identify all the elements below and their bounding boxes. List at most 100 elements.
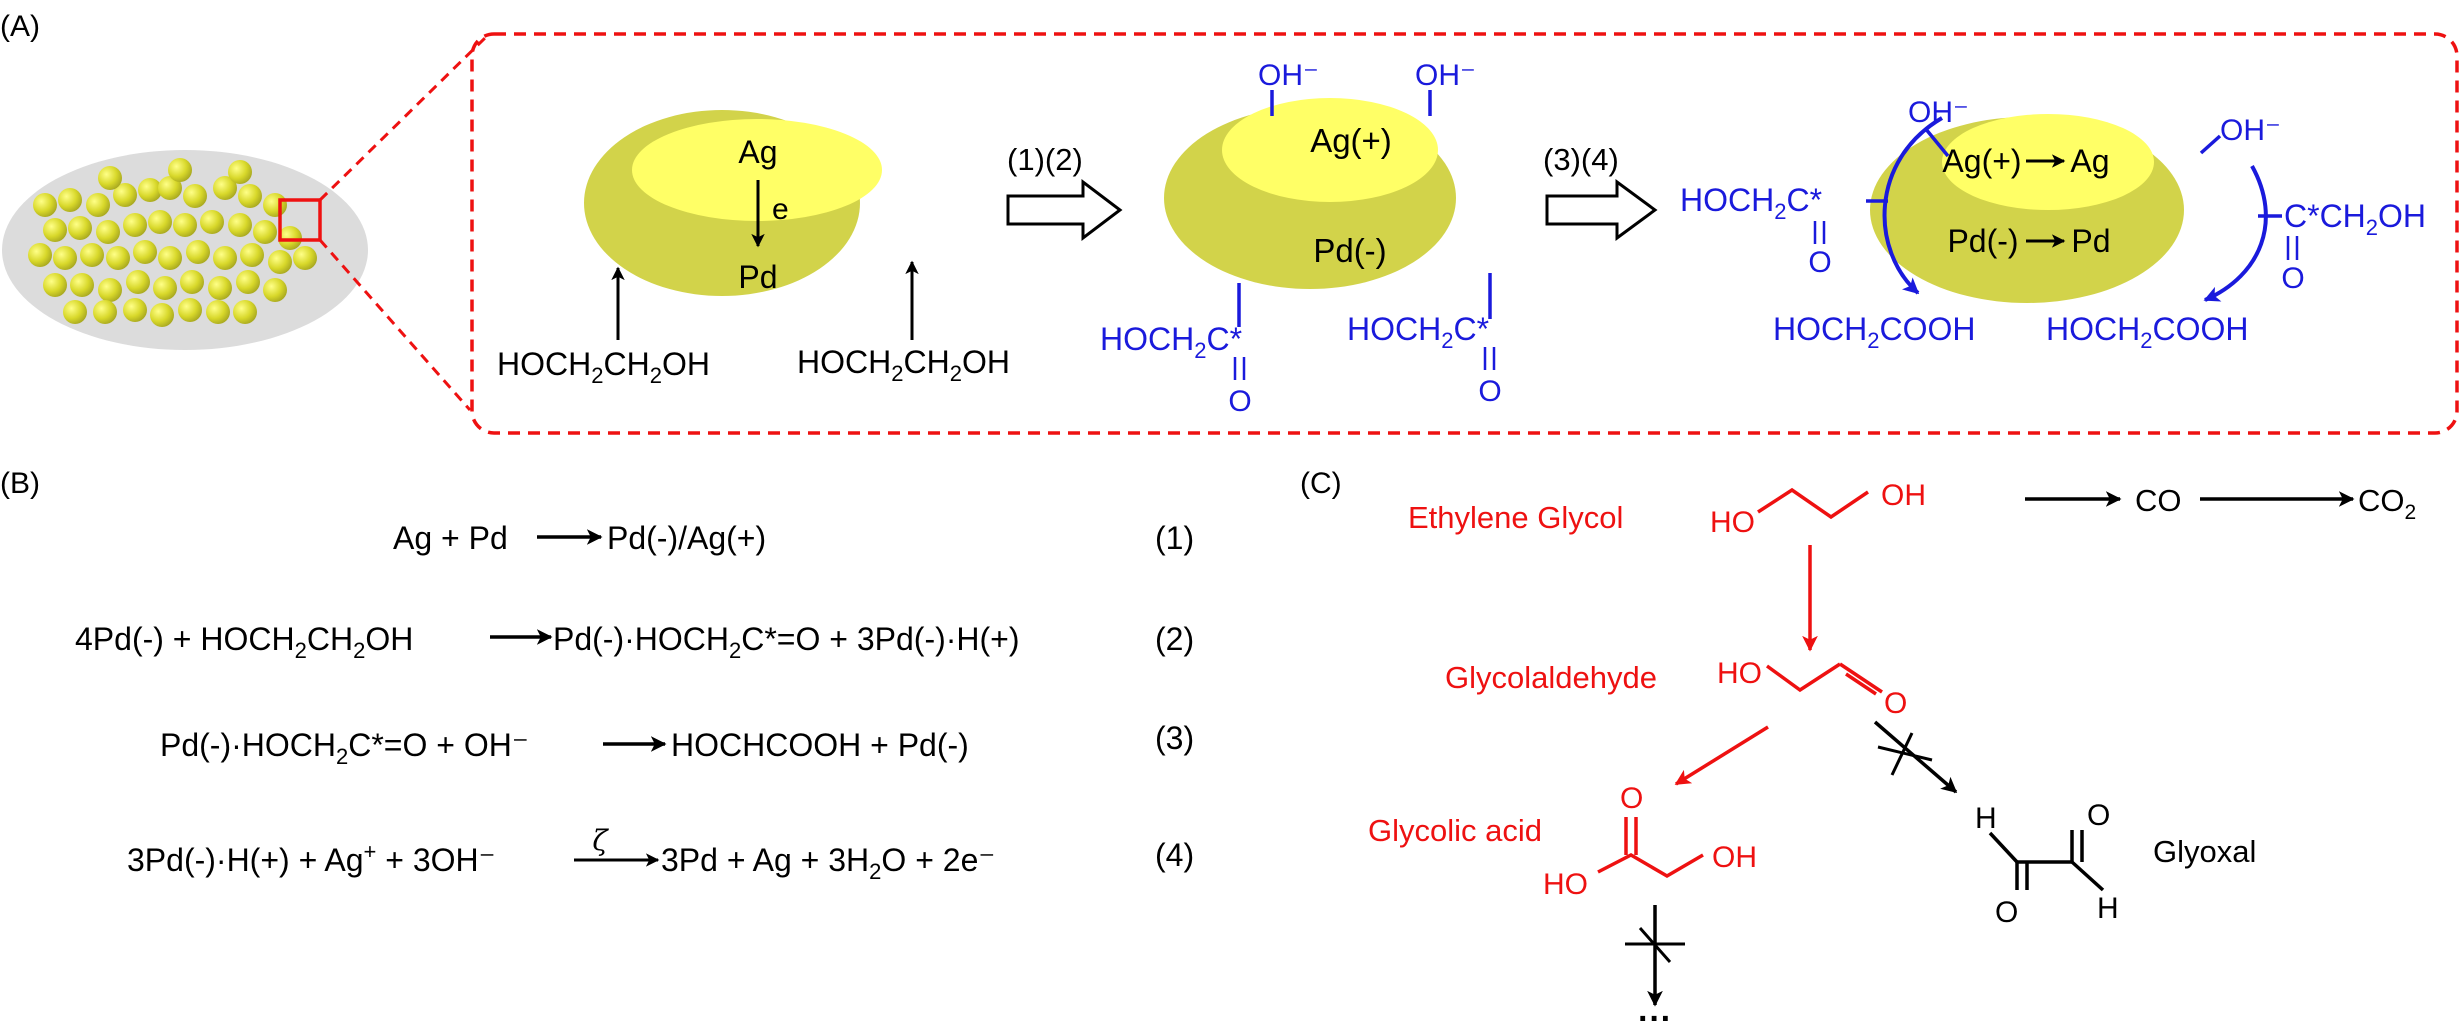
p2-carbonyl-right: O	[1478, 375, 1501, 408]
nanoparticle	[98, 166, 122, 190]
gla-ho: HO	[1543, 868, 1588, 901]
support-with-nanoparticles	[2, 34, 489, 411]
ga-o: O	[1884, 687, 1907, 720]
particle-3: Ag(+) Ag Pd(-) Pd	[1870, 114, 2184, 303]
nanoparticle	[96, 220, 120, 244]
nanoparticle	[240, 243, 264, 267]
nanoparticle	[213, 176, 237, 200]
eq2-lhs: 4Pd(-) + HOCH2CH2OH	[75, 621, 413, 663]
name-glyoxal: Glyoxal	[2153, 834, 2256, 869]
nanoparticle	[123, 298, 147, 322]
zoom-line-top	[318, 34, 489, 202]
particle-2: Ag(+) Pd(-)	[1164, 98, 1456, 289]
nanoparticle	[98, 278, 122, 302]
blocked-mark-1b	[1877, 745, 1933, 762]
eq4-arrow-label: ζ	[592, 824, 609, 857]
nanoparticle	[113, 183, 137, 207]
equation-1: Ag + Pd Pd(-)/Ag(+) (1)	[393, 520, 1194, 556]
p1-e-label: e	[772, 193, 789, 226]
co-label: CO	[2135, 483, 2182, 518]
nanoparticle	[293, 246, 317, 270]
nanoparticle	[123, 213, 147, 237]
p3-carbonyl-left: O	[1808, 246, 1831, 279]
eq1-lhs: Ag + Pd	[393, 520, 508, 556]
nanoparticle	[173, 213, 197, 237]
nanoparticle	[253, 220, 277, 244]
p3-adsorbate-right: C*CH2OH	[2284, 198, 2426, 240]
product-left: HOCH2COOH	[1773, 311, 1975, 353]
nanoparticle	[148, 210, 172, 234]
p2-oh-right: OH⁻	[1415, 59, 1476, 92]
nanoparticle	[153, 276, 177, 300]
eg-skeleton	[1757, 487, 1869, 520]
curved-arrow-left	[1882, 116, 1944, 295]
panel-c: (C) Ethylene Glycol HO OH CO CO2 Glycola…	[1300, 467, 2416, 1028]
step-1-arrow	[1006, 178, 1123, 242]
p2-pd-label: Pd(-)	[1313, 232, 1386, 269]
nanoparticle	[68, 216, 92, 240]
eg-oh: OH	[1881, 479, 1926, 512]
p2-oh-left: OH⁻	[1258, 59, 1319, 92]
eq3-rhs: HOCHCOOH + Pd(-)	[671, 727, 969, 763]
eq1-number: (1)	[1155, 520, 1194, 556]
nanoparticle	[228, 213, 252, 237]
co2-label: CO2	[2358, 483, 2416, 524]
nanoparticle	[28, 243, 52, 267]
p3-carbonyl-right: O	[2281, 262, 2304, 295]
nanoparticle	[80, 243, 104, 267]
p3-adsorbate-left: HOCH2C*	[1680, 182, 1822, 224]
eq4-lhs: 3Pd(-)·H(+) + Ag+ + 3OH⁻	[127, 839, 496, 878]
equation-2: 4Pd(-) + HOCH2CH2OH Pd(-)·HOCH2C*=O + 3P…	[75, 621, 1194, 663]
panel-b: (B) Ag + Pd Pd(-)/Ag(+) (1) 4Pd(-) + HOC…	[0, 467, 1194, 884]
nanoparticle	[238, 184, 262, 208]
nanoparticle	[208, 276, 232, 300]
gx-o2: O	[2087, 799, 2110, 832]
nanoparticle	[53, 246, 77, 270]
p2-adsorbate-right: HOCH2C*	[1347, 311, 1489, 353]
nanoparticle	[236, 270, 260, 294]
nanoparticle	[213, 246, 237, 270]
nanoparticle	[150, 303, 174, 327]
equation-4: 3Pd(-)·H(+) + Ag+ + 3OH⁻ ζ 3Pd + Ag + 3H…	[127, 824, 1194, 884]
p1-pd-label: Pd	[738, 259, 777, 295]
nanoparticle	[186, 240, 210, 264]
nanoparticle	[63, 300, 87, 324]
gla-o: O	[1620, 782, 1643, 815]
eq3-lhs: Pd(-)·HOCH2C*=O + OH⁻	[160, 727, 529, 769]
nanoparticle	[228, 160, 252, 184]
nanoparticle	[278, 226, 302, 250]
nanoparticle	[158, 176, 182, 200]
p1-ag-label: Ag	[738, 134, 777, 170]
eg-ho: HO	[1710, 506, 1755, 539]
p3-pd-label: Pd	[2071, 223, 2110, 259]
zoom-line-bottom	[318, 239, 472, 411]
ga-skeleton	[1765, 662, 1841, 693]
nanoparticle	[133, 240, 157, 264]
particle-1: Ag e Pd	[584, 110, 882, 296]
name-glycolaldehyde: Glycolaldehyde	[1445, 660, 1657, 695]
p3-oh-right: OH⁻	[2220, 114, 2281, 147]
nanoparticle	[106, 246, 130, 270]
nanoparticle	[58, 188, 82, 212]
nanoparticle	[70, 273, 94, 297]
nanoparticle	[178, 298, 202, 322]
gla-oh: OH	[1712, 841, 1757, 874]
p3-oh-left: OH⁻	[1908, 96, 1969, 129]
eq2-rhs: Pd(-)·HOCH2C*=O + 3Pd(-)·H(+)	[553, 621, 1020, 663]
nanoparticle	[233, 300, 257, 324]
nanoparticle	[126, 270, 150, 294]
gx-h1: H	[1975, 802, 1997, 835]
ga-ho: HO	[1717, 657, 1762, 690]
zoom-box	[278, 198, 322, 242]
p3-ag-plus-label: Ag(+)	[1942, 143, 2021, 179]
name-glycolic-acid: Glycolic acid	[1368, 813, 1542, 848]
panel-c-label: (C)	[1300, 467, 1342, 500]
nanoparticle	[168, 158, 192, 182]
nanoparticle	[93, 300, 117, 324]
step-2-arrow	[1545, 179, 1658, 241]
panel-b-label: (B)	[0, 467, 40, 500]
nanoparticle-cluster	[28, 158, 317, 327]
gx-o1: O	[1995, 896, 2018, 929]
nanoparticle	[268, 250, 292, 274]
p2-adsorbate-left: HOCH2C*	[1100, 321, 1242, 363]
